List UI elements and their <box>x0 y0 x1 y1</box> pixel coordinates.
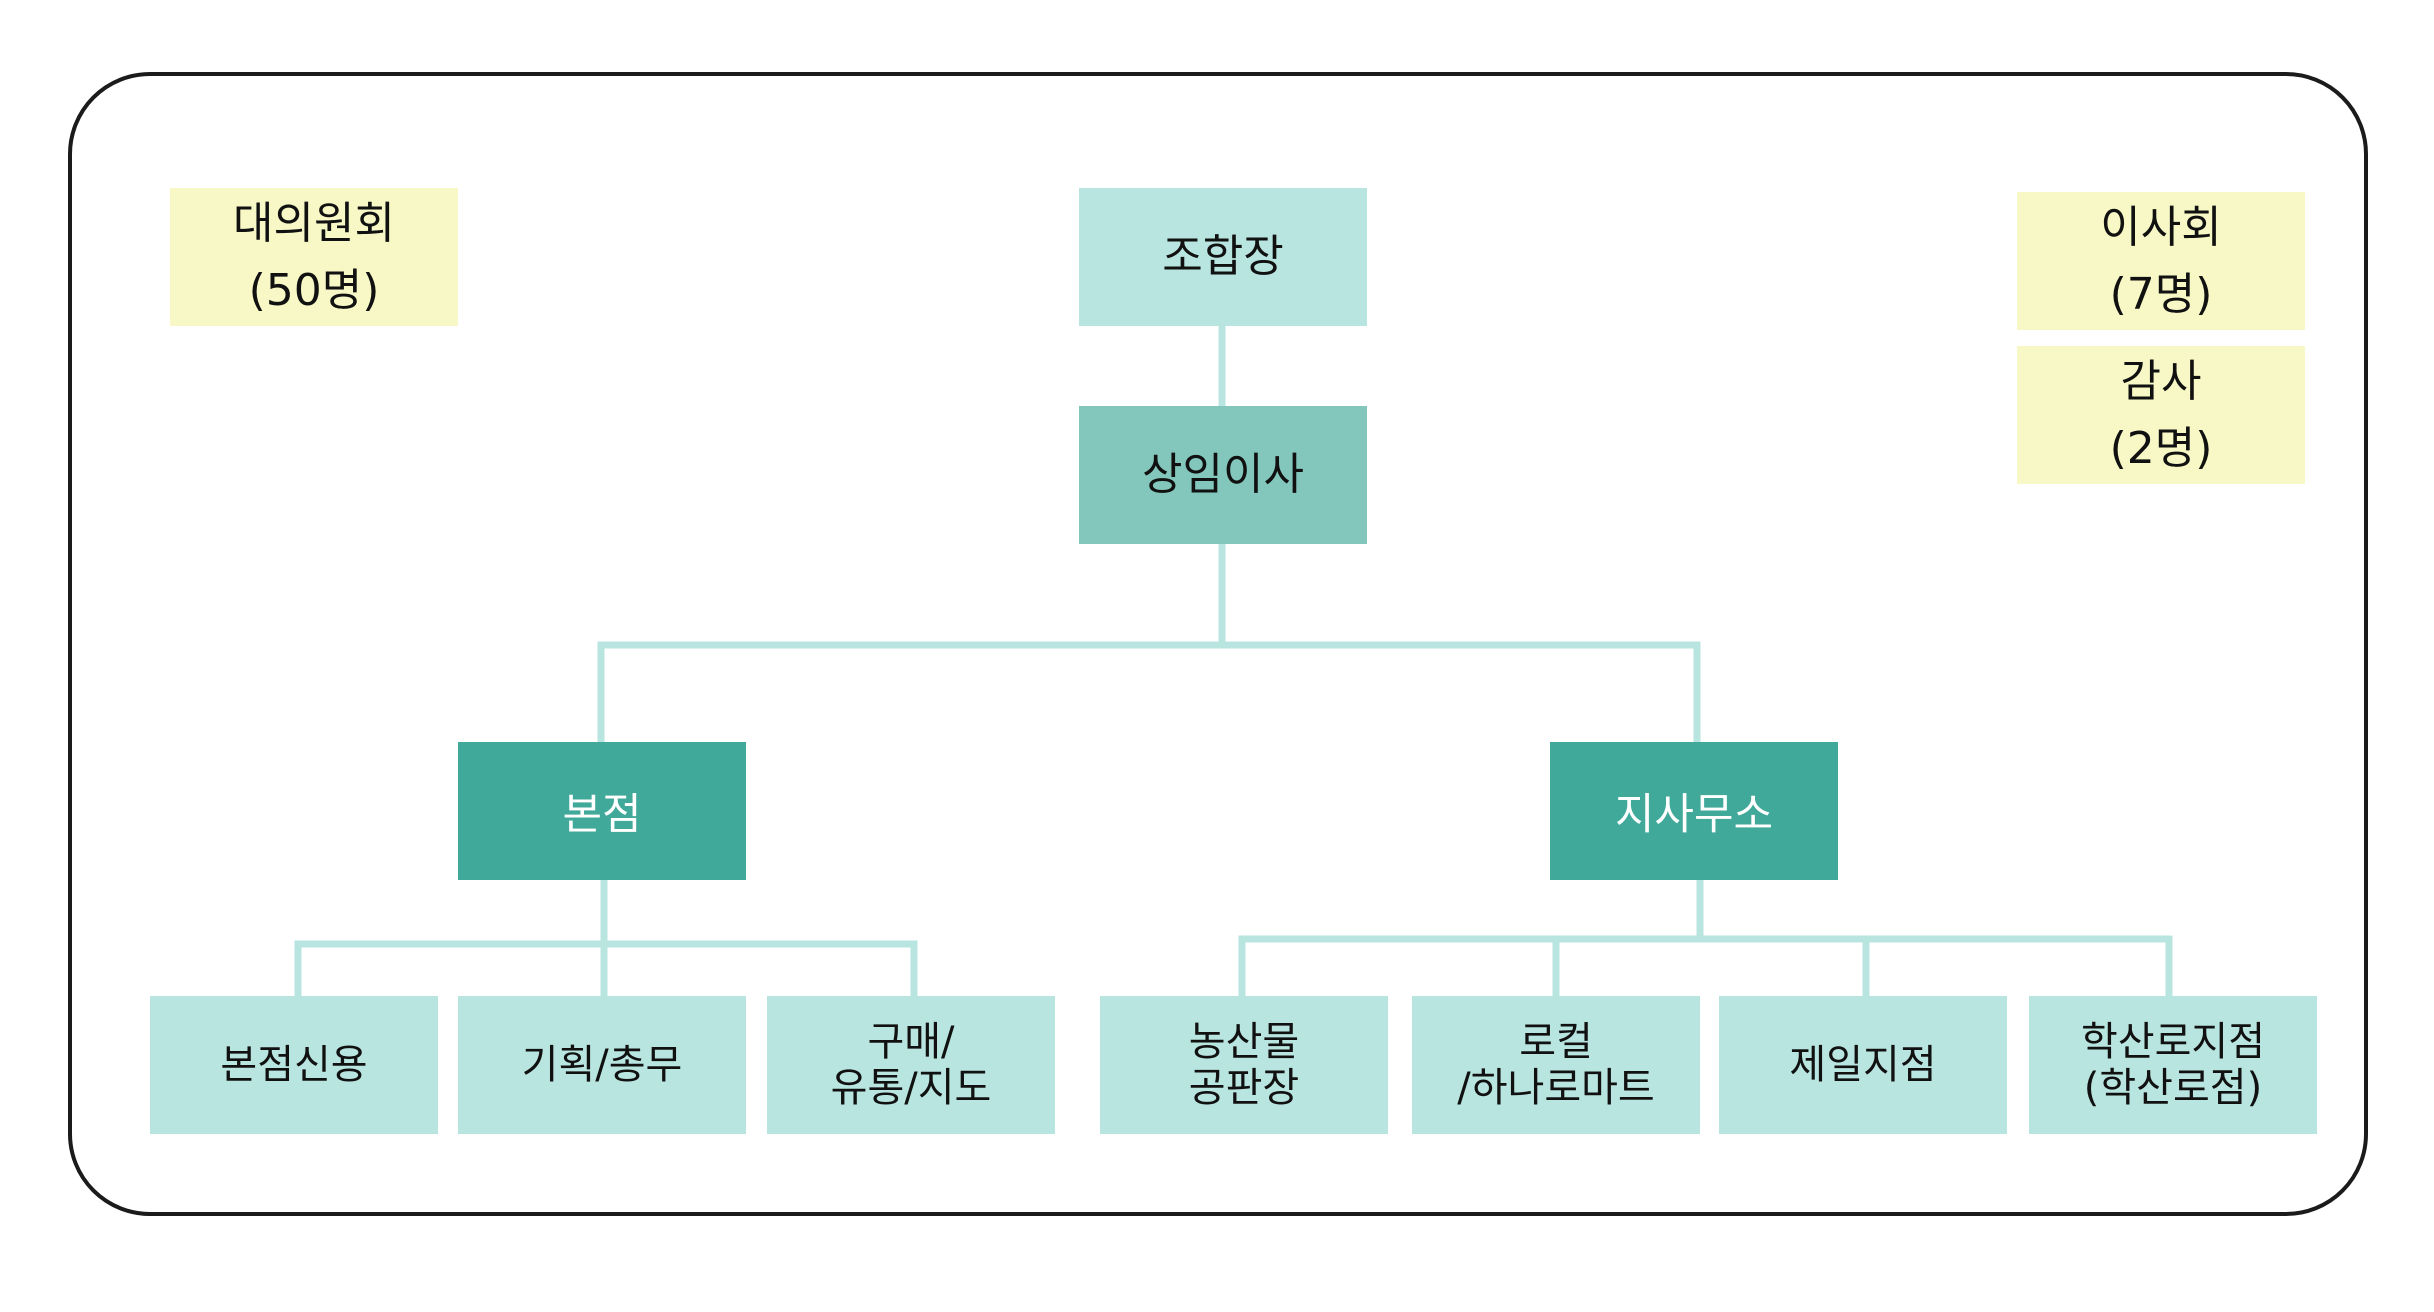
executive-director-box: 상임이사 <box>1079 406 1367 544</box>
dept-haksanro-branch-box: 학산로지점 (학산로점) <box>2029 996 2317 1134</box>
branch-office-box: 지사무소 <box>1550 742 1838 880</box>
dept-jeil-branch-box: 제일지점 <box>1719 996 2007 1134</box>
dept-planning-admin-box: 기획/총무 <box>458 996 746 1134</box>
union-head-box: 조합장 <box>1079 188 1367 326</box>
board-box: 이사회 (7명) <box>2017 192 2305 330</box>
audit-box: 감사 (2명) <box>2017 346 2305 484</box>
dept-local-hanaro-box: 로컬 /하나로마트 <box>1412 996 1700 1134</box>
connector-office-to-depts <box>1238 876 2173 1000</box>
dept-purchasing-box: 구매/ 유통/지도 <box>767 996 1055 1134</box>
org-chart-frame <box>68 72 2368 1216</box>
council-box: 대의원회 (50명) <box>170 188 458 326</box>
main-branch-box: 본점 <box>458 742 746 880</box>
dept-main-credit-box: 본점신용 <box>150 996 438 1134</box>
connector-main-to-depts <box>294 876 918 1000</box>
connector-executive-to-branches <box>597 540 1701 747</box>
dept-produce-market-box: 농산물 공판장 <box>1100 996 1388 1134</box>
